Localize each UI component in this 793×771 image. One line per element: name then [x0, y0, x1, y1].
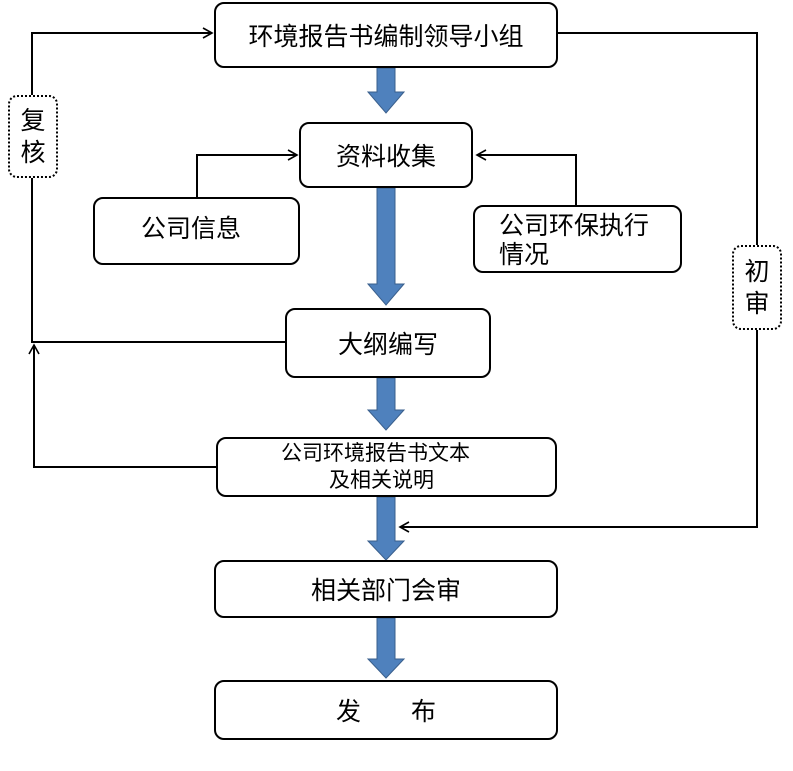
flow-arrow-2 [366, 187, 406, 306]
company-info-label: 公司信息 [141, 214, 242, 243]
flow-arrow-3 [366, 377, 406, 431]
company-info-connector [196, 149, 299, 197]
initial-review-char-1: 初 [744, 257, 770, 287]
dept-review-box: 相关部门会审 [214, 560, 558, 618]
flow-arrow-1 [366, 67, 406, 114]
publish-label: 发 布 [335, 697, 436, 726]
env-status-label-line2: 情况 [499, 240, 550, 269]
env-status-box: 公司环保执行 情况 [473, 205, 682, 273]
data-collection-box: 资料收集 [299, 122, 473, 188]
env-status-label-line1: 公司环保执行 [499, 211, 650, 240]
leadership-group-box: 环境报告书编制领导小组 [214, 2, 558, 68]
recheck-char-2: 核 [20, 137, 46, 167]
publish-box: 发 布 [214, 680, 558, 740]
company-info-box: 公司信息 [93, 197, 300, 265]
outline-label: 大纲编写 [337, 330, 438, 359]
outline-box: 大纲编写 [285, 308, 491, 378]
recheck-char-1: 复 [20, 106, 46, 136]
report-text-box: 公司环境报告书文本 及相关说明 [216, 437, 557, 497]
report-text-label-line2: 及相关说明 [329, 468, 434, 492]
initial-review-label-box: 初 审 [732, 245, 782, 330]
leadership-group-label: 环境报告书编制领导小组 [248, 22, 524, 51]
recheck-label-box: 复 核 [8, 95, 58, 178]
flow-arrow-4 [366, 496, 406, 561]
dept-review-label: 相关部门会审 [310, 576, 461, 605]
report-feedback-connector [28, 343, 216, 468]
flow-arrow-5 [366, 617, 406, 679]
recheck-connector [31, 27, 285, 343]
data-collection-label: 资料收集 [335, 142, 436, 171]
env-status-connector [475, 149, 577, 205]
initial-review-char-2: 审 [744, 288, 770, 318]
report-text-label-line1: 公司环境报告书文本 [281, 441, 470, 465]
